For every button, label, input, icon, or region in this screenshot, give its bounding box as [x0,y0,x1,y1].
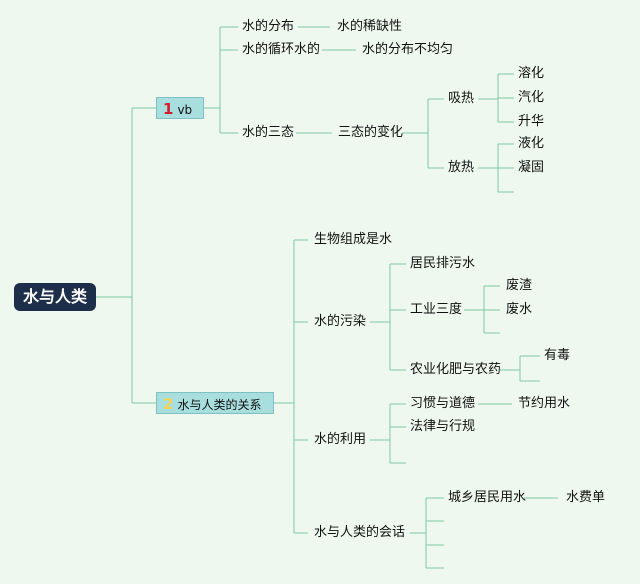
node-absorb-heat: 吸热 [448,91,475,106]
node-three-states: 水的三态 [242,125,295,140]
node-toxic: 有毒 [544,348,571,363]
node-solidification: 凝固 [518,160,545,175]
node-water-bill: 水费单 [566,490,606,505]
node-water-human-dialogue: 水与人类的会话 [314,525,406,540]
node-waste-residue: 废渣 [506,278,533,293]
node-water-use: 水的利用 [314,432,367,447]
section-1-number: 1 [163,100,174,118]
section-1-label: vb [177,103,193,117]
node-melting: 溶化 [518,66,545,81]
node-organism-water: 生物组成是水 [314,232,393,247]
section-2-number: 2 [163,395,174,413]
node-state-change: 三态的变化 [338,125,404,140]
node-industrial-waste: 工业三度 [410,302,463,317]
node-release-heat: 放热 [448,160,475,175]
node-sublimation: 升华 [518,114,545,129]
node-laws-rules: 法律与行规 [410,419,476,434]
node-liquefaction: 液化 [518,136,545,151]
node-urban-rural-water: 城乡居民用水 [448,490,527,505]
node-residential-sewage: 居民排污水 [410,256,476,271]
node-agri-chemicals: 农业化肥与农药 [410,362,502,377]
node-vaporization: 汽化 [518,90,545,105]
node-water-cycle: 水的循环水的 [242,42,321,57]
section-2-label: 水与人类的关系 [177,398,262,412]
node-habits-ethics: 习惯与道德 [410,396,476,411]
root-node: 水与人类 [14,283,96,311]
node-water-scarcity: 水的稀缺性 [337,19,403,34]
node-water-pollution: 水的污染 [314,314,367,329]
node-uneven-distribution: 水的分布不均匀 [362,42,454,57]
node-water-distribution: 水的分布 [242,19,295,34]
node-save-water: 节约用水 [518,396,571,411]
node-waste-water: 废水 [506,302,533,317]
